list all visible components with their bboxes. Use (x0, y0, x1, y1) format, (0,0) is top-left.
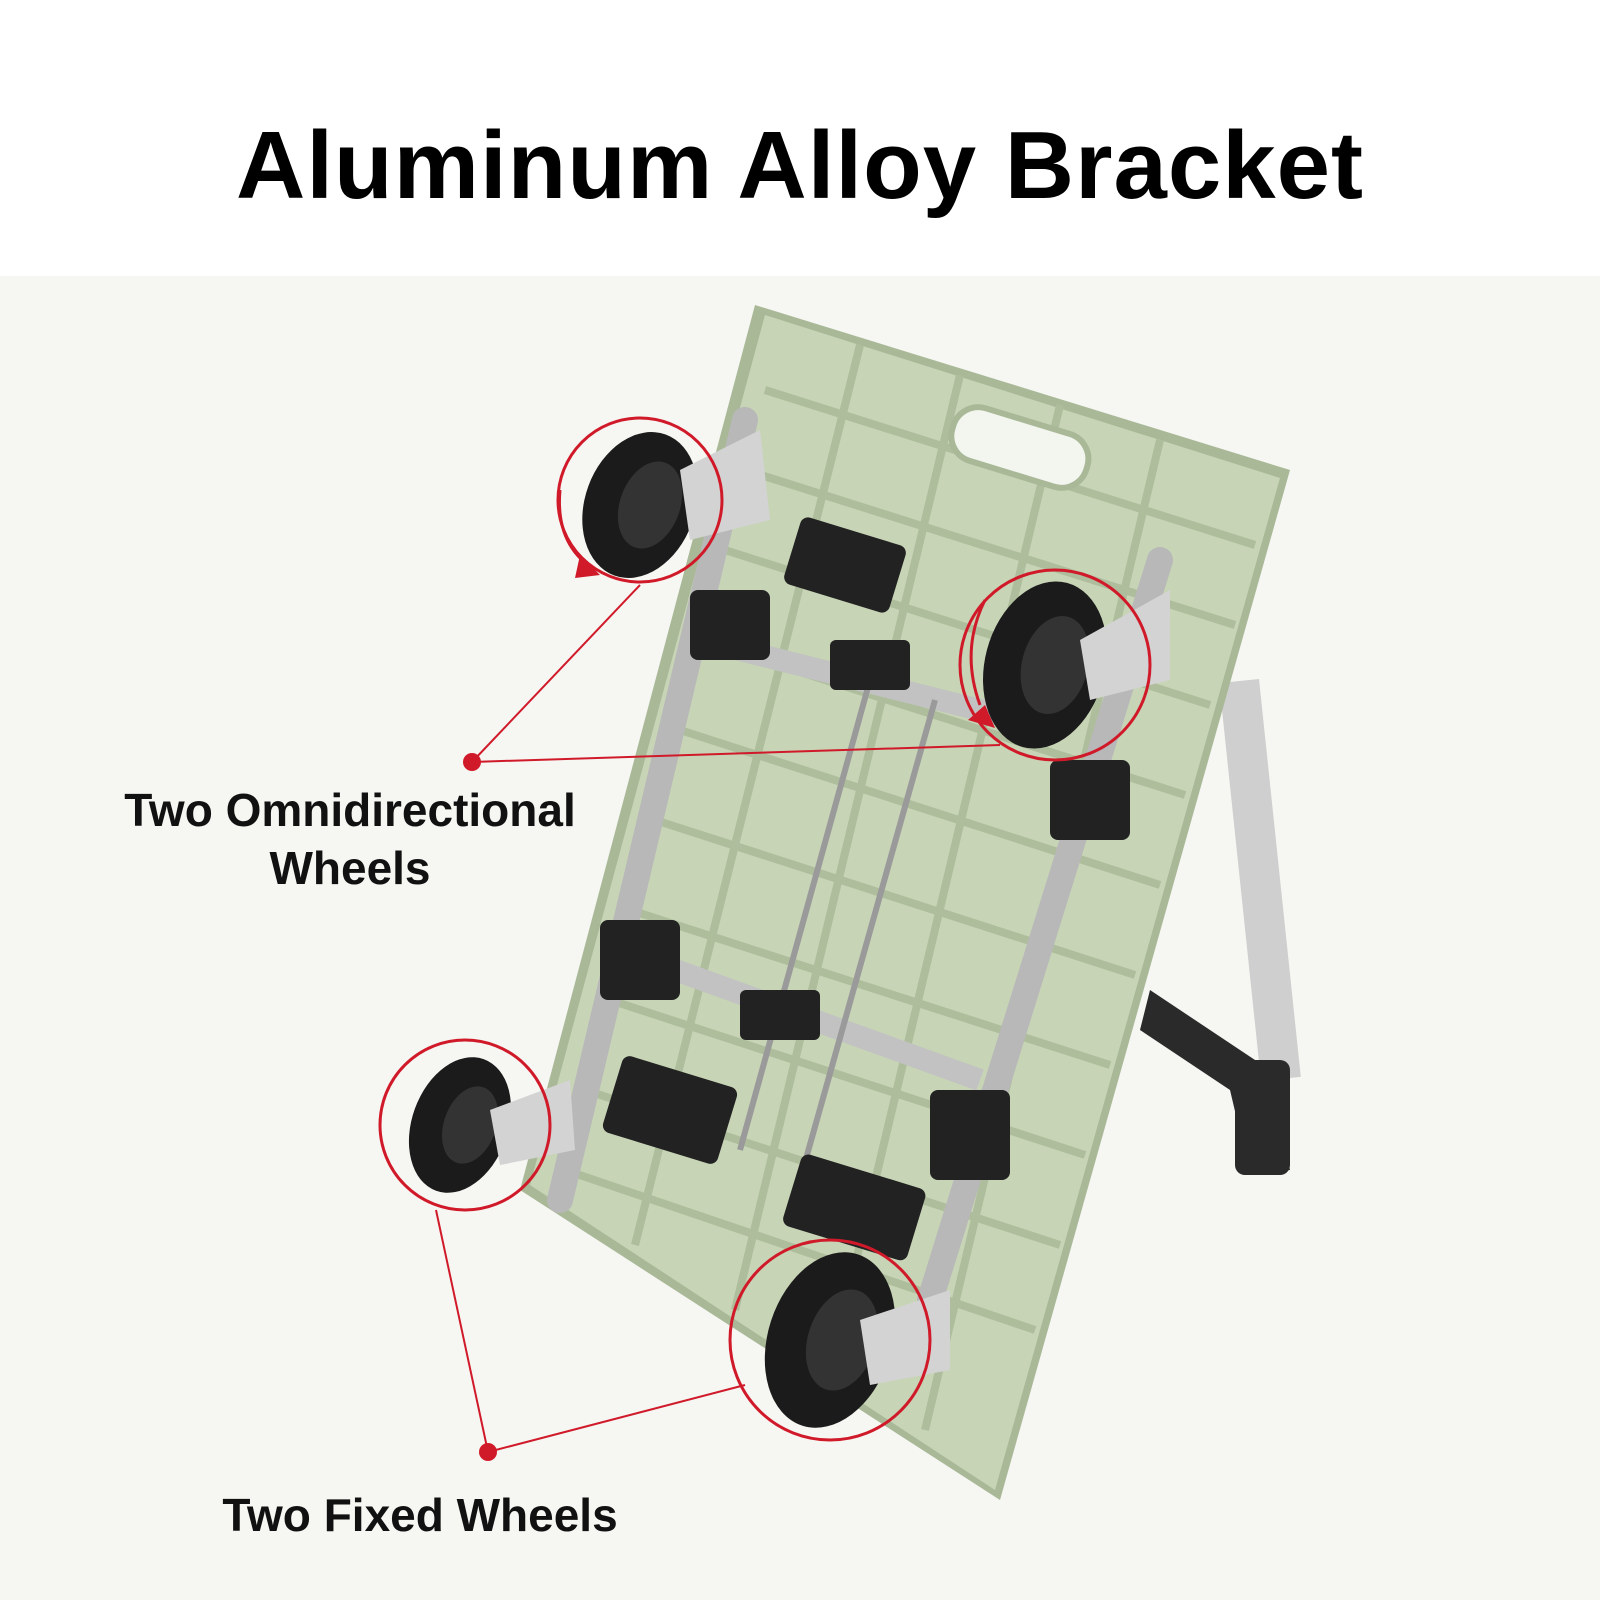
omni-wheels-label-line1: Two Omnidirectional (124, 784, 576, 836)
omni-wheels-label: Two Omnidirectional Wheels (70, 782, 630, 897)
omni-wheels-label-line2: Wheels (269, 841, 431, 894)
fixed-wheel-bottom-left (408, 1057, 575, 1193)
omni-wheel-top-right (983, 581, 1170, 749)
callout-dot-fixed (479, 1443, 497, 1461)
rotation-arrows (557, 489, 995, 728)
frame-clamps (600, 517, 1130, 1261)
callout-leaders (435, 584, 1001, 1453)
support-leg (1140, 679, 1301, 1175)
fixed-wheels-label: Two Fixed Wheels (222, 1489, 618, 1541)
callout-dot-omni (463, 753, 481, 771)
header: Aluminum Alloy Bracket (0, 0, 1600, 276)
omni-wheel-top-left (582, 430, 770, 578)
page-title: Aluminum Alloy Bracket (235, 112, 1364, 219)
